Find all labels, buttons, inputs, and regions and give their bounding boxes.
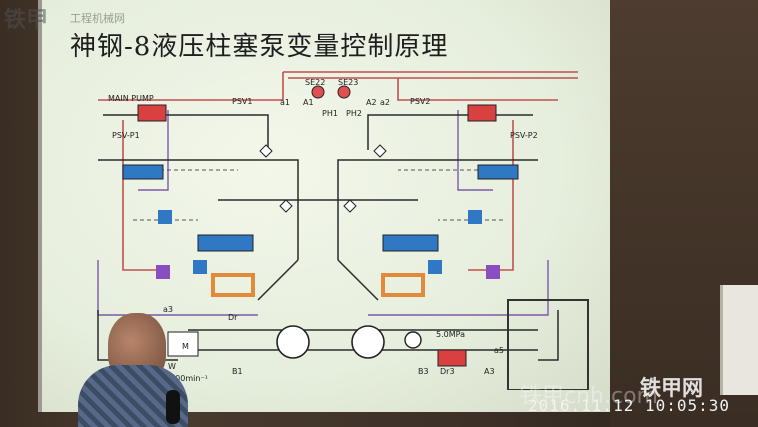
label-a2-lower: a2 bbox=[380, 98, 390, 107]
label-ph2: PH2 bbox=[346, 109, 362, 118]
label-a1-lower: a1 bbox=[280, 98, 290, 107]
hydraulic-diagram bbox=[97, 71, 589, 390]
label-se23: SE23 bbox=[338, 78, 359, 87]
watermark-ghost: 铁甲cnh.com bbox=[520, 384, 658, 409]
label-main-pump: MAIN PUMP bbox=[108, 94, 154, 103]
microphone bbox=[166, 390, 180, 424]
label-psv-p1: PSV-P1 bbox=[112, 131, 140, 140]
label-a1: A1 bbox=[303, 98, 314, 107]
watermark-logo-top: 铁甲 bbox=[4, 8, 49, 33]
label-se22: SE22 bbox=[305, 78, 326, 87]
label-psv1: PSV1 bbox=[232, 97, 253, 106]
label-b1: B1 bbox=[232, 367, 243, 376]
photo-timestamp: 2016.11.12 10:05:30 bbox=[528, 396, 731, 415]
label-b3: B3 bbox=[418, 367, 429, 376]
label-a3-cap: A3 bbox=[484, 367, 495, 376]
label-a5: a5 bbox=[494, 346, 504, 355]
label-dr: Dr bbox=[228, 313, 238, 322]
slide-title: 神钢-8液压柱塞泵变量控制原理 bbox=[70, 32, 449, 62]
label-dr3: Dr3 bbox=[440, 367, 455, 376]
watermark-logo-bottom: 铁甲网 bbox=[640, 376, 703, 400]
label-pressure: 5.0MPa bbox=[436, 330, 465, 339]
label-motor: M bbox=[182, 342, 189, 351]
label-w: W bbox=[168, 362, 176, 371]
label-ph1: PH1 bbox=[322, 109, 338, 118]
label-speed: 2200min⁻¹ bbox=[165, 374, 208, 383]
label-psv-p2: PSV-P2 bbox=[510, 131, 538, 140]
label-psv2: PSV2 bbox=[410, 97, 431, 106]
label-a2: A2 bbox=[366, 98, 377, 107]
watermark-subtitle-top: 工程机械网 bbox=[70, 12, 125, 25]
whiteboard bbox=[720, 285, 758, 395]
label-a3: a3 bbox=[163, 305, 173, 314]
